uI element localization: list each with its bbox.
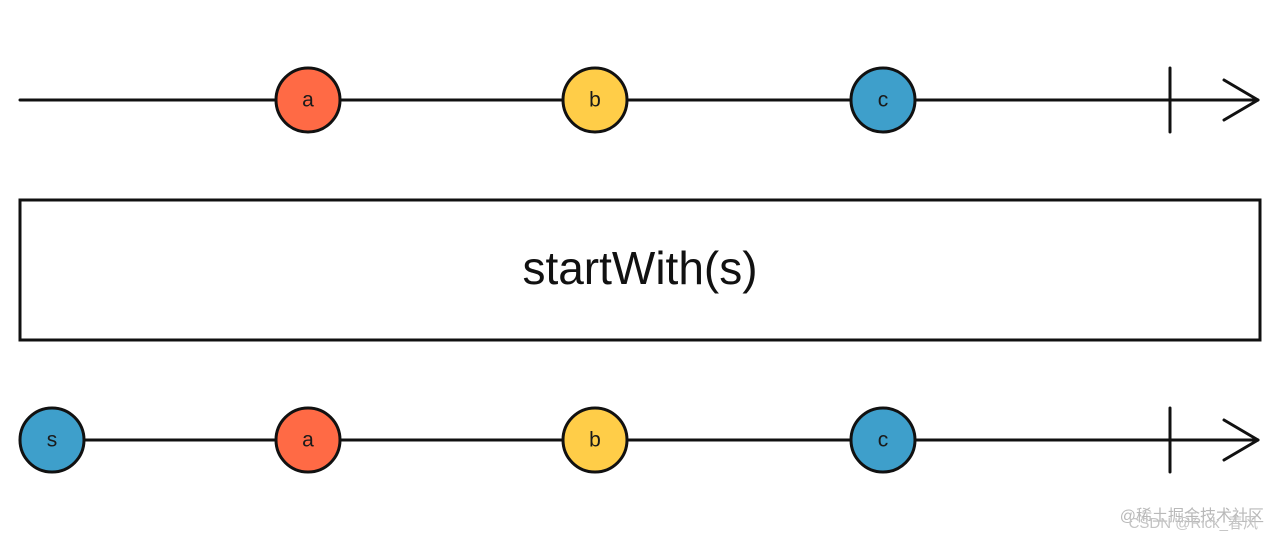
input-marble-label: b: [589, 89, 601, 112]
output-marble-a: a: [274, 406, 342, 474]
output-marble-label: b: [589, 429, 601, 452]
input-marble-c: c: [849, 66, 917, 134]
input-marbles: a b c: [274, 66, 917, 134]
output-marble-circle: [849, 406, 917, 474]
input-marble-label: a: [302, 89, 314, 112]
input-marble-circle: [849, 66, 917, 134]
output-marble-circle: [274, 406, 342, 474]
output-arrow-head: [1222, 418, 1260, 462]
input-stream: a b c: [18, 66, 1260, 134]
output-marble-label: a: [302, 429, 314, 452]
operator-box: startWith(s): [18, 198, 1262, 342]
output-marble-label: s: [47, 429, 58, 452]
output-marble-s: s: [18, 406, 86, 474]
watermark-csdn: CSDN @Rick_春风: [1128, 515, 1258, 532]
operator-label: startWith(s): [522, 242, 757, 294]
input-marble-label: c: [878, 89, 889, 112]
input-marble-a: a: [274, 66, 342, 134]
output-marble-circle: [18, 406, 86, 474]
input-marble-circle: [561, 66, 629, 134]
output-marble-circle: [561, 406, 629, 474]
operator-rect: [18, 198, 1262, 342]
watermark-juejin: @稀土掘金技术社区: [1119, 508, 1264, 525]
output-marble-b: b: [561, 406, 629, 474]
input-arrow-head: [1222, 78, 1260, 122]
input-marble-b: b: [561, 66, 629, 134]
output-marble-c: c: [849, 406, 917, 474]
input-marble-circle: [274, 66, 342, 134]
output-marble-label: c: [878, 429, 889, 452]
